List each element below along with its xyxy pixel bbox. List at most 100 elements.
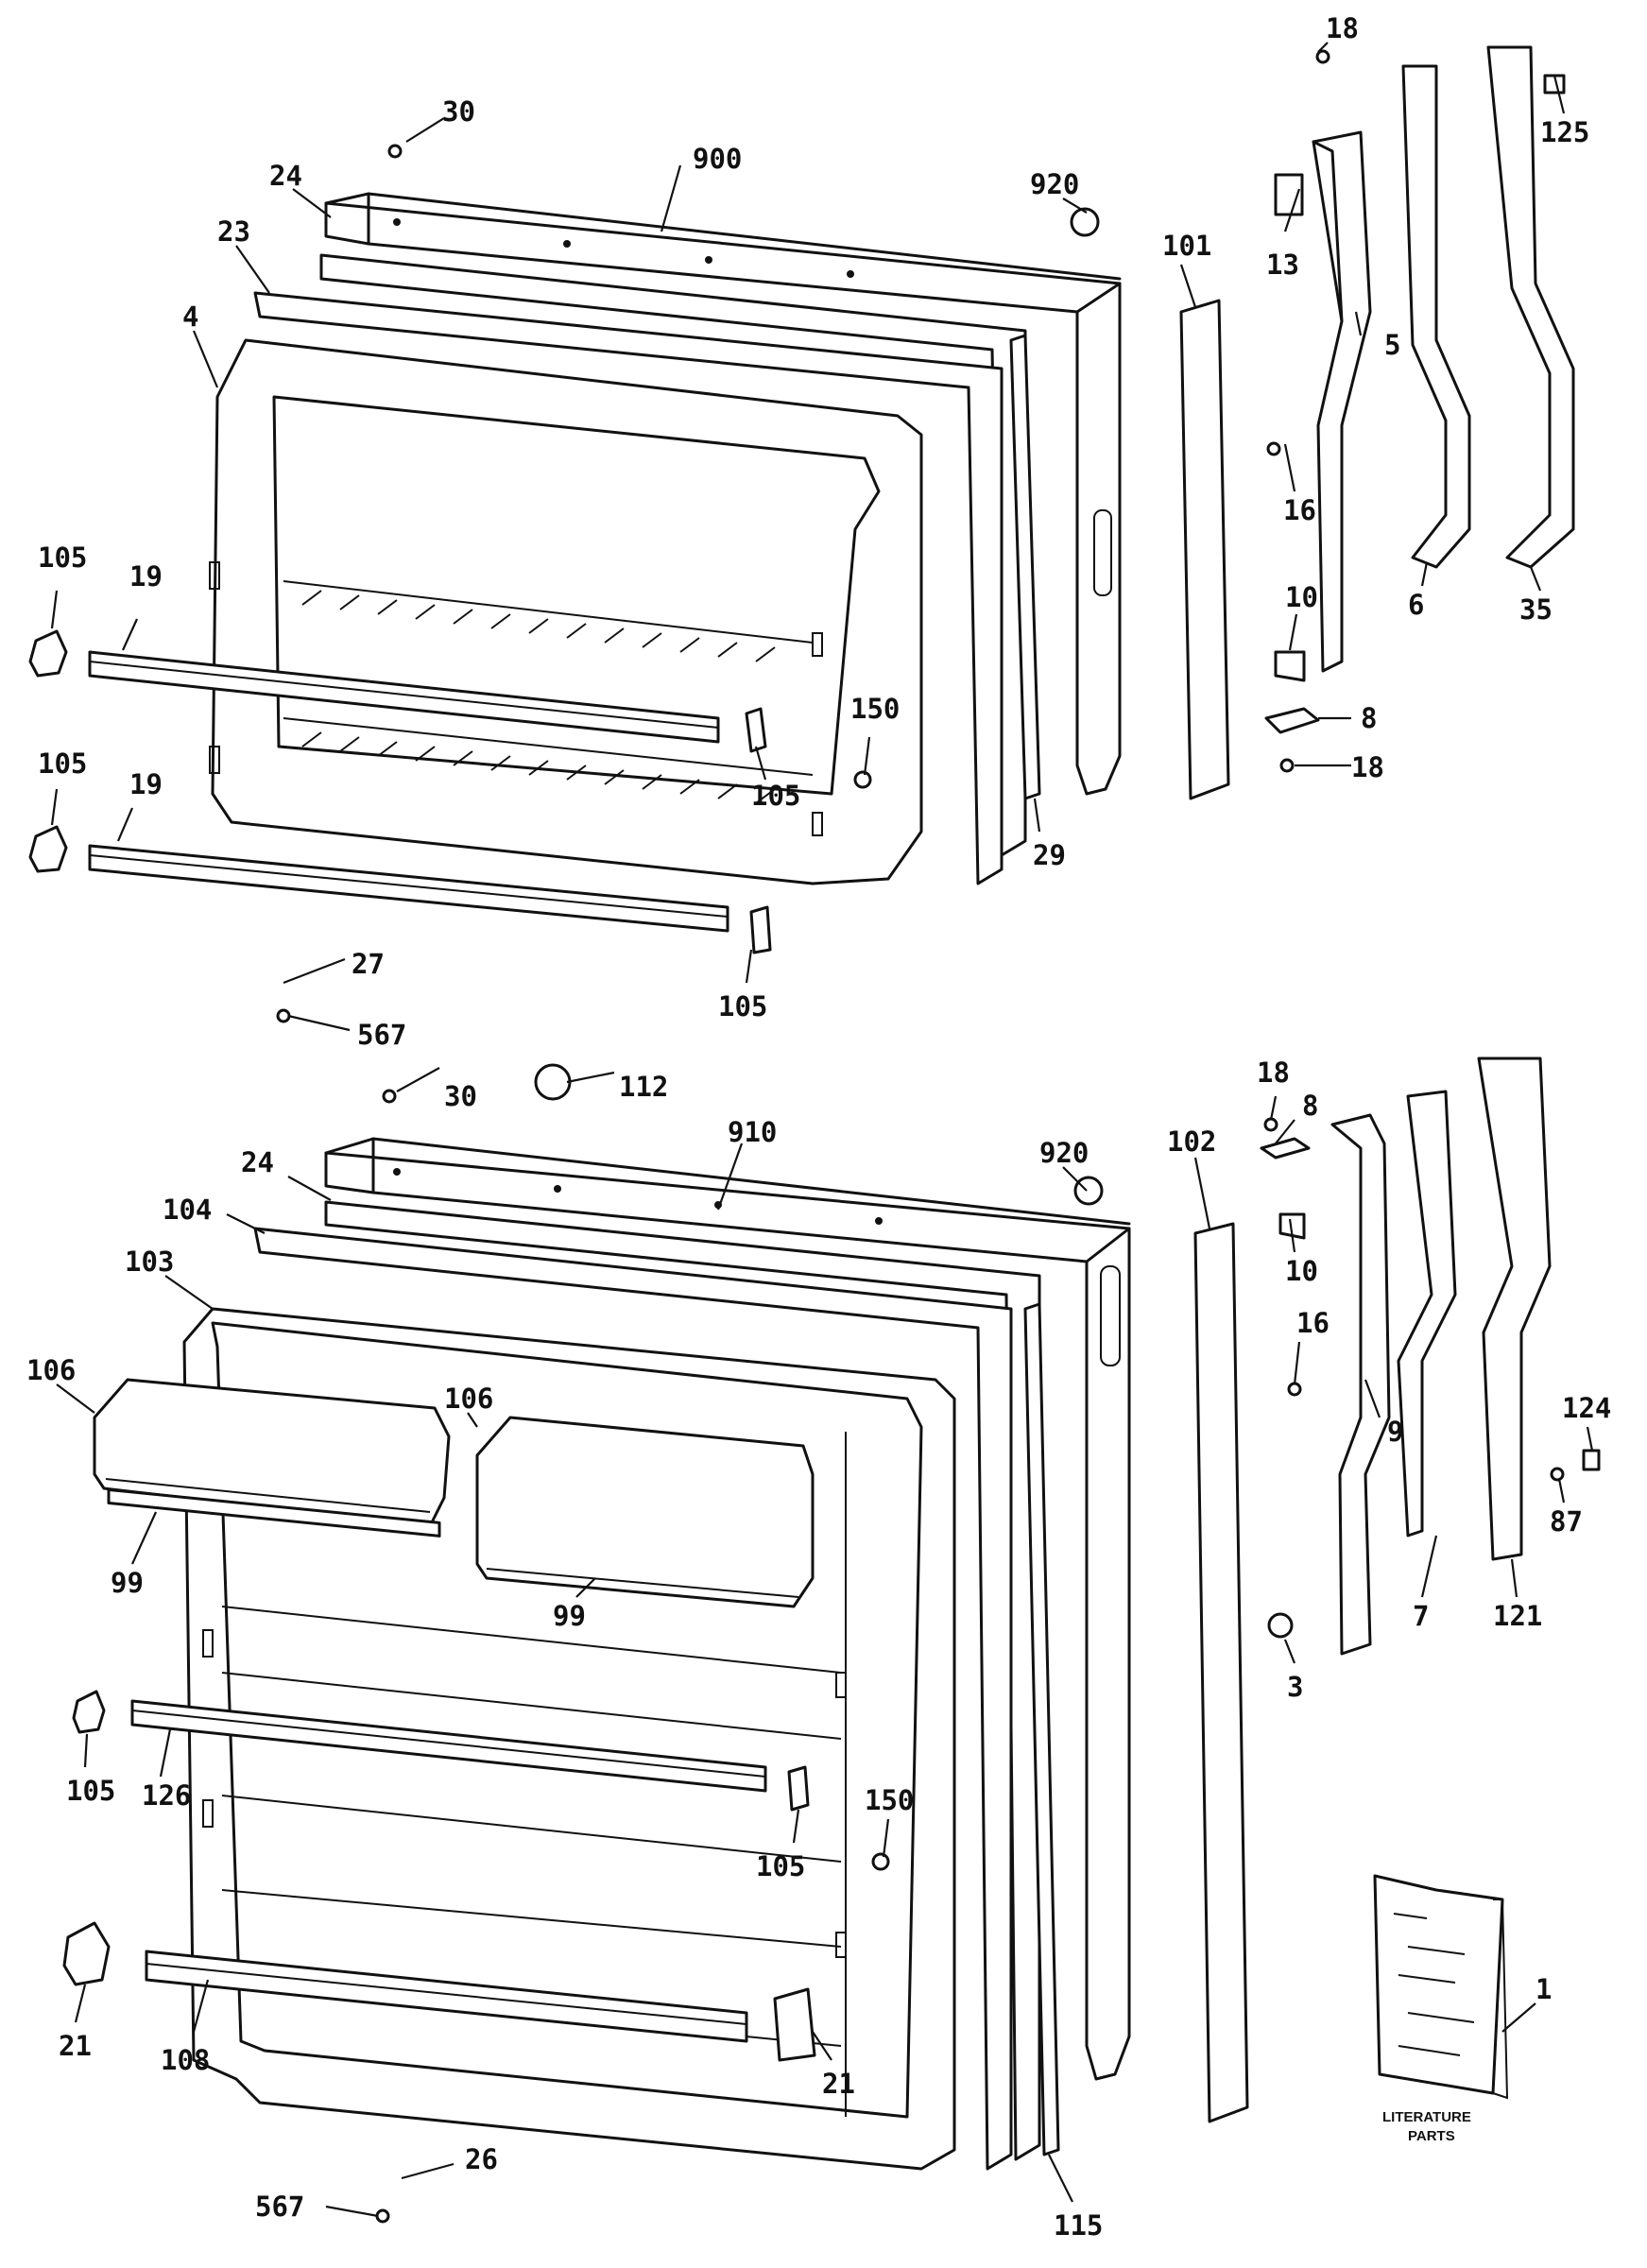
dairy-bin-106-left	[93, 1378, 451, 1538]
callout-103: 103	[125, 1246, 174, 1278]
callout-9: 9	[1387, 1416, 1403, 1448]
shelf-clip-105c	[72, 1690, 106, 1734]
callout-27: 27	[352, 948, 385, 980]
callout-910: 910	[728, 1116, 777, 1148]
gasket-29	[1009, 334, 1041, 800]
callout-8-lower: 8	[1302, 1090, 1318, 1122]
screw-18a	[1315, 49, 1330, 64]
callout-18-upper-b: 18	[1351, 751, 1384, 783]
breaker-strip-102	[1193, 1222, 1249, 2123]
callout-567-lower: 567	[255, 2191, 304, 2223]
callout-21-right: 21	[822, 2068, 855, 2100]
callout-104: 104	[163, 1194, 212, 1226]
shelf-clip-105b	[28, 825, 68, 873]
callout-24-upper: 24	[269, 160, 302, 192]
callout-920-lower: 920	[1039, 1137, 1089, 1169]
callout-99-right: 99	[553, 1600, 586, 1632]
cap-124	[1582, 1449, 1601, 1471]
hinge-bracket-5	[1312, 130, 1372, 673]
callout-920-upper: 920	[1030, 168, 1079, 200]
hinge-bracket-9	[1330, 1113, 1391, 1656]
shelf-bar-19-lower	[88, 844, 772, 954]
door-panel-900	[324, 192, 1122, 796]
callout-18-lower: 18	[1257, 1057, 1290, 1089]
callout-106-left: 106	[26, 1354, 76, 1386]
literature-booklet	[1373, 1874, 1509, 2100]
callout-19-b: 19	[129, 768, 163, 800]
gasket-115	[1023, 1302, 1060, 2156]
callout-126: 126	[142, 1779, 191, 1812]
screw-18-lower	[1263, 1117, 1278, 1132]
stop-10	[1274, 650, 1306, 682]
stop-10-lower	[1278, 1212, 1306, 1240]
shelf-bar-19-upper	[88, 650, 767, 753]
upper-door-assembly	[28, 42, 1575, 1032]
callout-21-left: 21	[59, 2030, 92, 2062]
screw-150	[853, 770, 872, 789]
leaders-upper	[50, 42, 1566, 1032]
screw-30	[387, 144, 403, 159]
callout-35: 35	[1519, 593, 1553, 626]
callout-labels-upper: 30 900 24 23 4 920 101 18 13 5 16 10 8 1…	[38, 12, 1589, 1051]
callout-567-upper: 567	[357, 1019, 406, 1051]
door-panel-910	[324, 1137, 1131, 2081]
callout-30-lower: 30	[444, 1080, 477, 1112]
hinge-8-lower	[1260, 1137, 1311, 1160]
gasket-104	[253, 1227, 1013, 2171]
plug-112	[534, 1063, 572, 1101]
screw-18b	[1279, 758, 1295, 773]
callout-8-upper: 8	[1361, 702, 1377, 734]
callout-87: 87	[1550, 1505, 1583, 1538]
shelf-clip-105a	[28, 629, 68, 678]
callout-26: 26	[465, 2143, 498, 2175]
callout-124: 124	[1562, 1392, 1611, 1424]
screw-87	[1550, 1467, 1565, 1482]
screw-150-lower	[871, 1852, 890, 1871]
door-clip-21	[62, 1921, 111, 1986]
plug-920	[1070, 207, 1100, 237]
hinge-8	[1264, 707, 1320, 734]
callout-13: 13	[1266, 249, 1299, 281]
callout-121: 121	[1493, 1600, 1542, 1632]
handle-rail-121	[1477, 1057, 1552, 1561]
callout-105-b: 105	[38, 747, 87, 780]
literature-label-line1: LITERATURE	[1382, 2109, 1471, 2125]
callout-24-lower: 24	[241, 1146, 274, 1178]
lower-door-assembly	[56, 1057, 1601, 2224]
callout-16-upper: 16	[1283, 494, 1316, 526]
callout-125: 125	[1540, 116, 1589, 148]
callout-105-c: 105	[751, 780, 800, 812]
door-liner-4	[209, 338, 923, 885]
bushing-3	[1267, 1612, 1294, 1639]
screw-567-upper	[276, 1008, 291, 1023]
screw-16-lower	[1287, 1382, 1302, 1397]
leaders-lower	[56, 1067, 1594, 2218]
screw-567-lower	[375, 2208, 390, 2224]
screw-16	[1266, 441, 1281, 456]
handle-rail-6	[1401, 64, 1471, 569]
callout-108: 108	[161, 2044, 210, 2076]
callout-1: 1	[1535, 1973, 1552, 2005]
callout-10-lower: 10	[1285, 1255, 1318, 1287]
literature-label-line2: PARTS	[1408, 2128, 1455, 2144]
handle-rail-7	[1397, 1090, 1457, 1538]
shelf-bar-126	[130, 1699, 810, 1812]
callout-99-left: 99	[111, 1567, 144, 1599]
callout-112: 112	[619, 1071, 668, 1103]
callout-115: 115	[1054, 2209, 1103, 2242]
callout-3: 3	[1287, 1671, 1303, 1703]
callout-18-upper-a: 18	[1326, 12, 1359, 44]
callout-6: 6	[1408, 589, 1424, 621]
dairy-bin-106-right	[475, 1416, 815, 1608]
callout-16-lower: 16	[1296, 1307, 1330, 1339]
shelf-bar-108	[145, 1950, 816, 2062]
callout-labels-lower: 30 112 910 24 920 102 18 8 10 104 103 16…	[26, 1057, 1611, 2242]
gasket-23	[253, 291, 1004, 885]
literature-label: LITERATURE PARTS	[1382, 2109, 1471, 2144]
breaker-strip-101	[1179, 299, 1230, 800]
callout-105-d: 105	[718, 990, 767, 1022]
callout-900: 900	[693, 143, 742, 175]
plug-920-lower	[1073, 1176, 1104, 1206]
callout-7: 7	[1413, 1600, 1429, 1632]
